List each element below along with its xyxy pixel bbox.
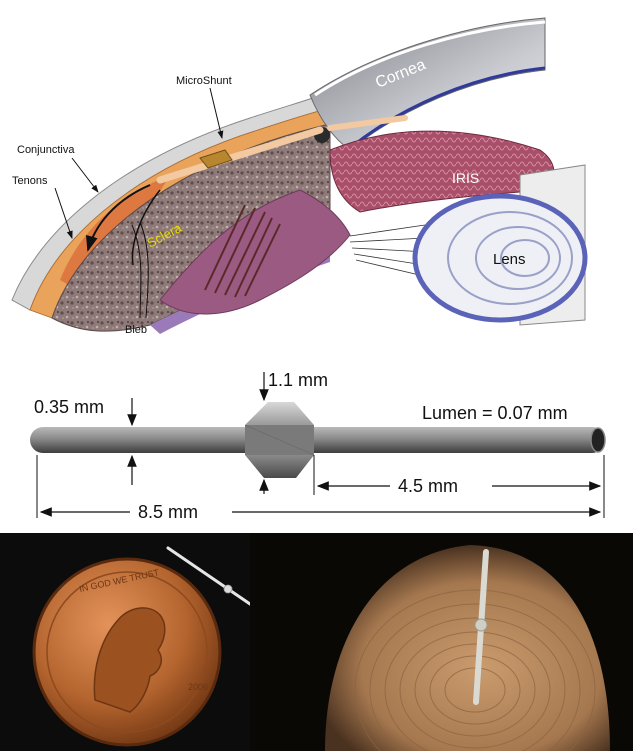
dim-diameter: 0.35 mm [34,397,104,417]
dim-right-length: 4.5 mm [398,476,458,496]
shunt-fin [245,402,314,478]
lumen-opening [591,428,605,452]
coin-photo: IN GOD WE TRUST 2006 [0,533,250,751]
shunt-tube [30,427,605,453]
cornea [310,18,545,150]
dim-lumen: Lumen = 0.07 mm [422,403,568,423]
conjunctiva-leader [72,158,98,192]
photos-panel: IN GOD WE TRUST 2006 [0,533,633,751]
coin-year: 2006 [188,682,208,692]
label-microshunt: MicroShunt [176,75,232,87]
label-lens: Lens [493,251,526,268]
anatomy-panel: MicroShunt Conjunctiva Tenons Sclera Cor… [12,18,585,336]
label-conjunctiva: Conjunctiva [17,144,75,156]
label-iris: IRIS [452,170,479,186]
device-panel: 0.35 mm 1.1 mm Lumen = 0.07 mm 4.5 mm 8.… [30,370,605,522]
dim-bulb: 1.1 mm [268,370,328,390]
finger-photo [250,533,633,751]
dim-total-length: 8.5 mm [138,502,198,522]
label-tenons: Tenons [12,175,48,187]
label-bleb: Bleb [125,324,147,336]
